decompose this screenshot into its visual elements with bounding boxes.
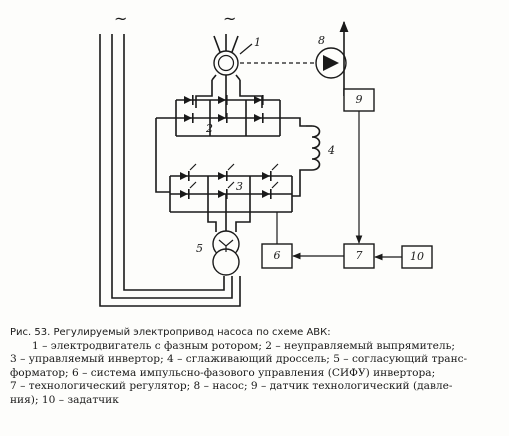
- pump: [315, 20, 349, 96]
- caption-line-5: ния); 10 – задатчик: [10, 393, 119, 406]
- label-transformer: 5: [196, 242, 203, 255]
- supply-tilde-motor: ~: [223, 9, 236, 28]
- label-choke: 4: [327, 144, 335, 157]
- caption-line-2: 3 – управляемый инвертор; 4 – сглаживающ…: [10, 353, 468, 365]
- caption-line-1: 1 – электродвигатель с фазным ротором; 2…: [32, 339, 455, 352]
- motor: [211, 34, 241, 81]
- matching-transformer: [207, 194, 251, 276]
- regulator-box: [343, 243, 375, 269]
- caption-line-4: 7 – технологический регулятор; 8 – насос…: [10, 380, 453, 392]
- label-motor: 1: [254, 36, 261, 49]
- smoothing-choke: [306, 125, 321, 171]
- label-rectifier: 2: [205, 122, 213, 135]
- pump-drive-schematic: ~ ~ 1 2: [99, 9, 433, 307]
- sifu-box: [261, 243, 293, 269]
- rotor-leads: [195, 80, 263, 118]
- inverter: [169, 163, 293, 213]
- label-sensor: 9: [356, 93, 363, 106]
- rectifier: [175, 95, 281, 137]
- caption-line-3: форматор; 6 – система импульсно-фазового…: [10, 366, 436, 379]
- supply-lines: [99, 34, 241, 307]
- label-pump: 8: [318, 34, 325, 47]
- label-sifu: 6: [274, 249, 281, 262]
- label-regulator: 7: [356, 249, 363, 262]
- label-setpoint: 10: [410, 250, 424, 263]
- caption-title: Рис. 53. Регулируемый электропривод насо…: [10, 327, 331, 338]
- dc-link: [155, 117, 306, 197]
- supply-tilde-left: ~: [114, 9, 127, 28]
- figure-caption: Рис. 53. Регулируемый электропривод насо…: [10, 326, 502, 407]
- label-inverter: 3: [236, 180, 243, 193]
